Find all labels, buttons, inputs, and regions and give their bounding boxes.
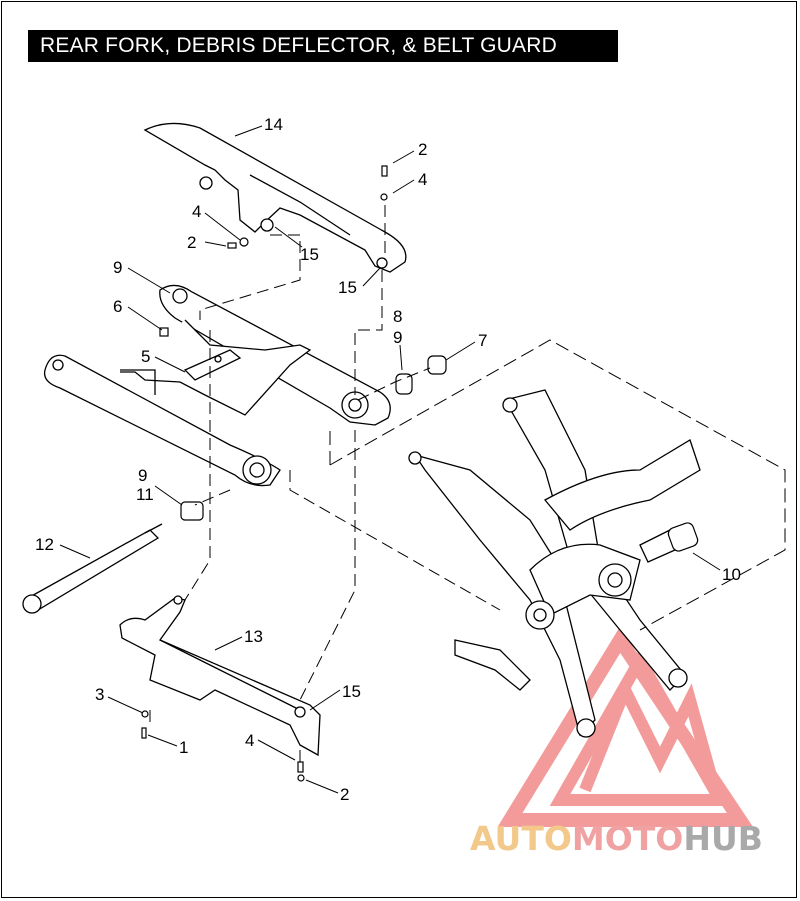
callout-9: 9 <box>393 328 402 347</box>
callout-4: 4 <box>245 731 254 750</box>
callout-2: 2 <box>340 785 349 804</box>
watermark-auto: AUTO <box>470 819 572 858</box>
belt-guard <box>143 122 407 273</box>
frame-section <box>408 389 701 738</box>
callout-3: 3 <box>95 685 104 704</box>
callout-10: 10 <box>722 565 741 584</box>
title-bar: REAR FORK, DEBRIS DEFLECTOR, & BELT GUAR… <box>28 30 618 62</box>
callout-11: 11 <box>136 485 154 504</box>
callout-15: 15 <box>338 278 357 297</box>
callout-9: 9 <box>113 258 122 277</box>
callout-4: 4 <box>418 170 427 189</box>
callout-15: 15 <box>300 245 319 264</box>
callout-8: 8 <box>393 307 402 326</box>
rear-fork <box>43 284 391 487</box>
callout-4: 4 <box>192 202 201 221</box>
callout-6: 6 <box>113 297 122 316</box>
callout-1: 1 <box>179 738 188 757</box>
callout-13: 13 <box>244 627 263 646</box>
diagram-title: REAR FORK, DEBRIS DEFLECTOR, & BELT GUAR… <box>40 34 557 57</box>
callout-12: 12 <box>35 535 54 554</box>
debris-deflector <box>119 595 321 757</box>
svg-text:AUTOMOTOHUB: AUTOMOTOHUB <box>470 819 763 858</box>
assembly-lines <box>149 205 501 765</box>
callout-15: 15 <box>342 682 361 701</box>
frame-dashed-outline <box>329 339 786 631</box>
callout-14: 14 <box>264 115 283 134</box>
axle <box>22 523 163 614</box>
callout-5: 5 <box>141 347 150 366</box>
callout-7: 7 <box>478 331 487 350</box>
callout-2: 2 <box>187 233 196 252</box>
watermark-logo <box>497 626 754 827</box>
watermark-text: AUTOMOTOHUB <box>470 819 763 858</box>
callout-2: 2 <box>418 140 427 159</box>
watermark-moto: MOTO <box>572 819 683 858</box>
callout-9: 9 <box>138 466 147 485</box>
leader-lines <box>59 125 721 794</box>
callouts: 14 2 4 4 2 15 15 9 8 9 7 6 5 9 11 12 10 … <box>35 115 741 804</box>
watermark-hub: HUB <box>683 819 763 858</box>
small-parts <box>141 165 699 782</box>
